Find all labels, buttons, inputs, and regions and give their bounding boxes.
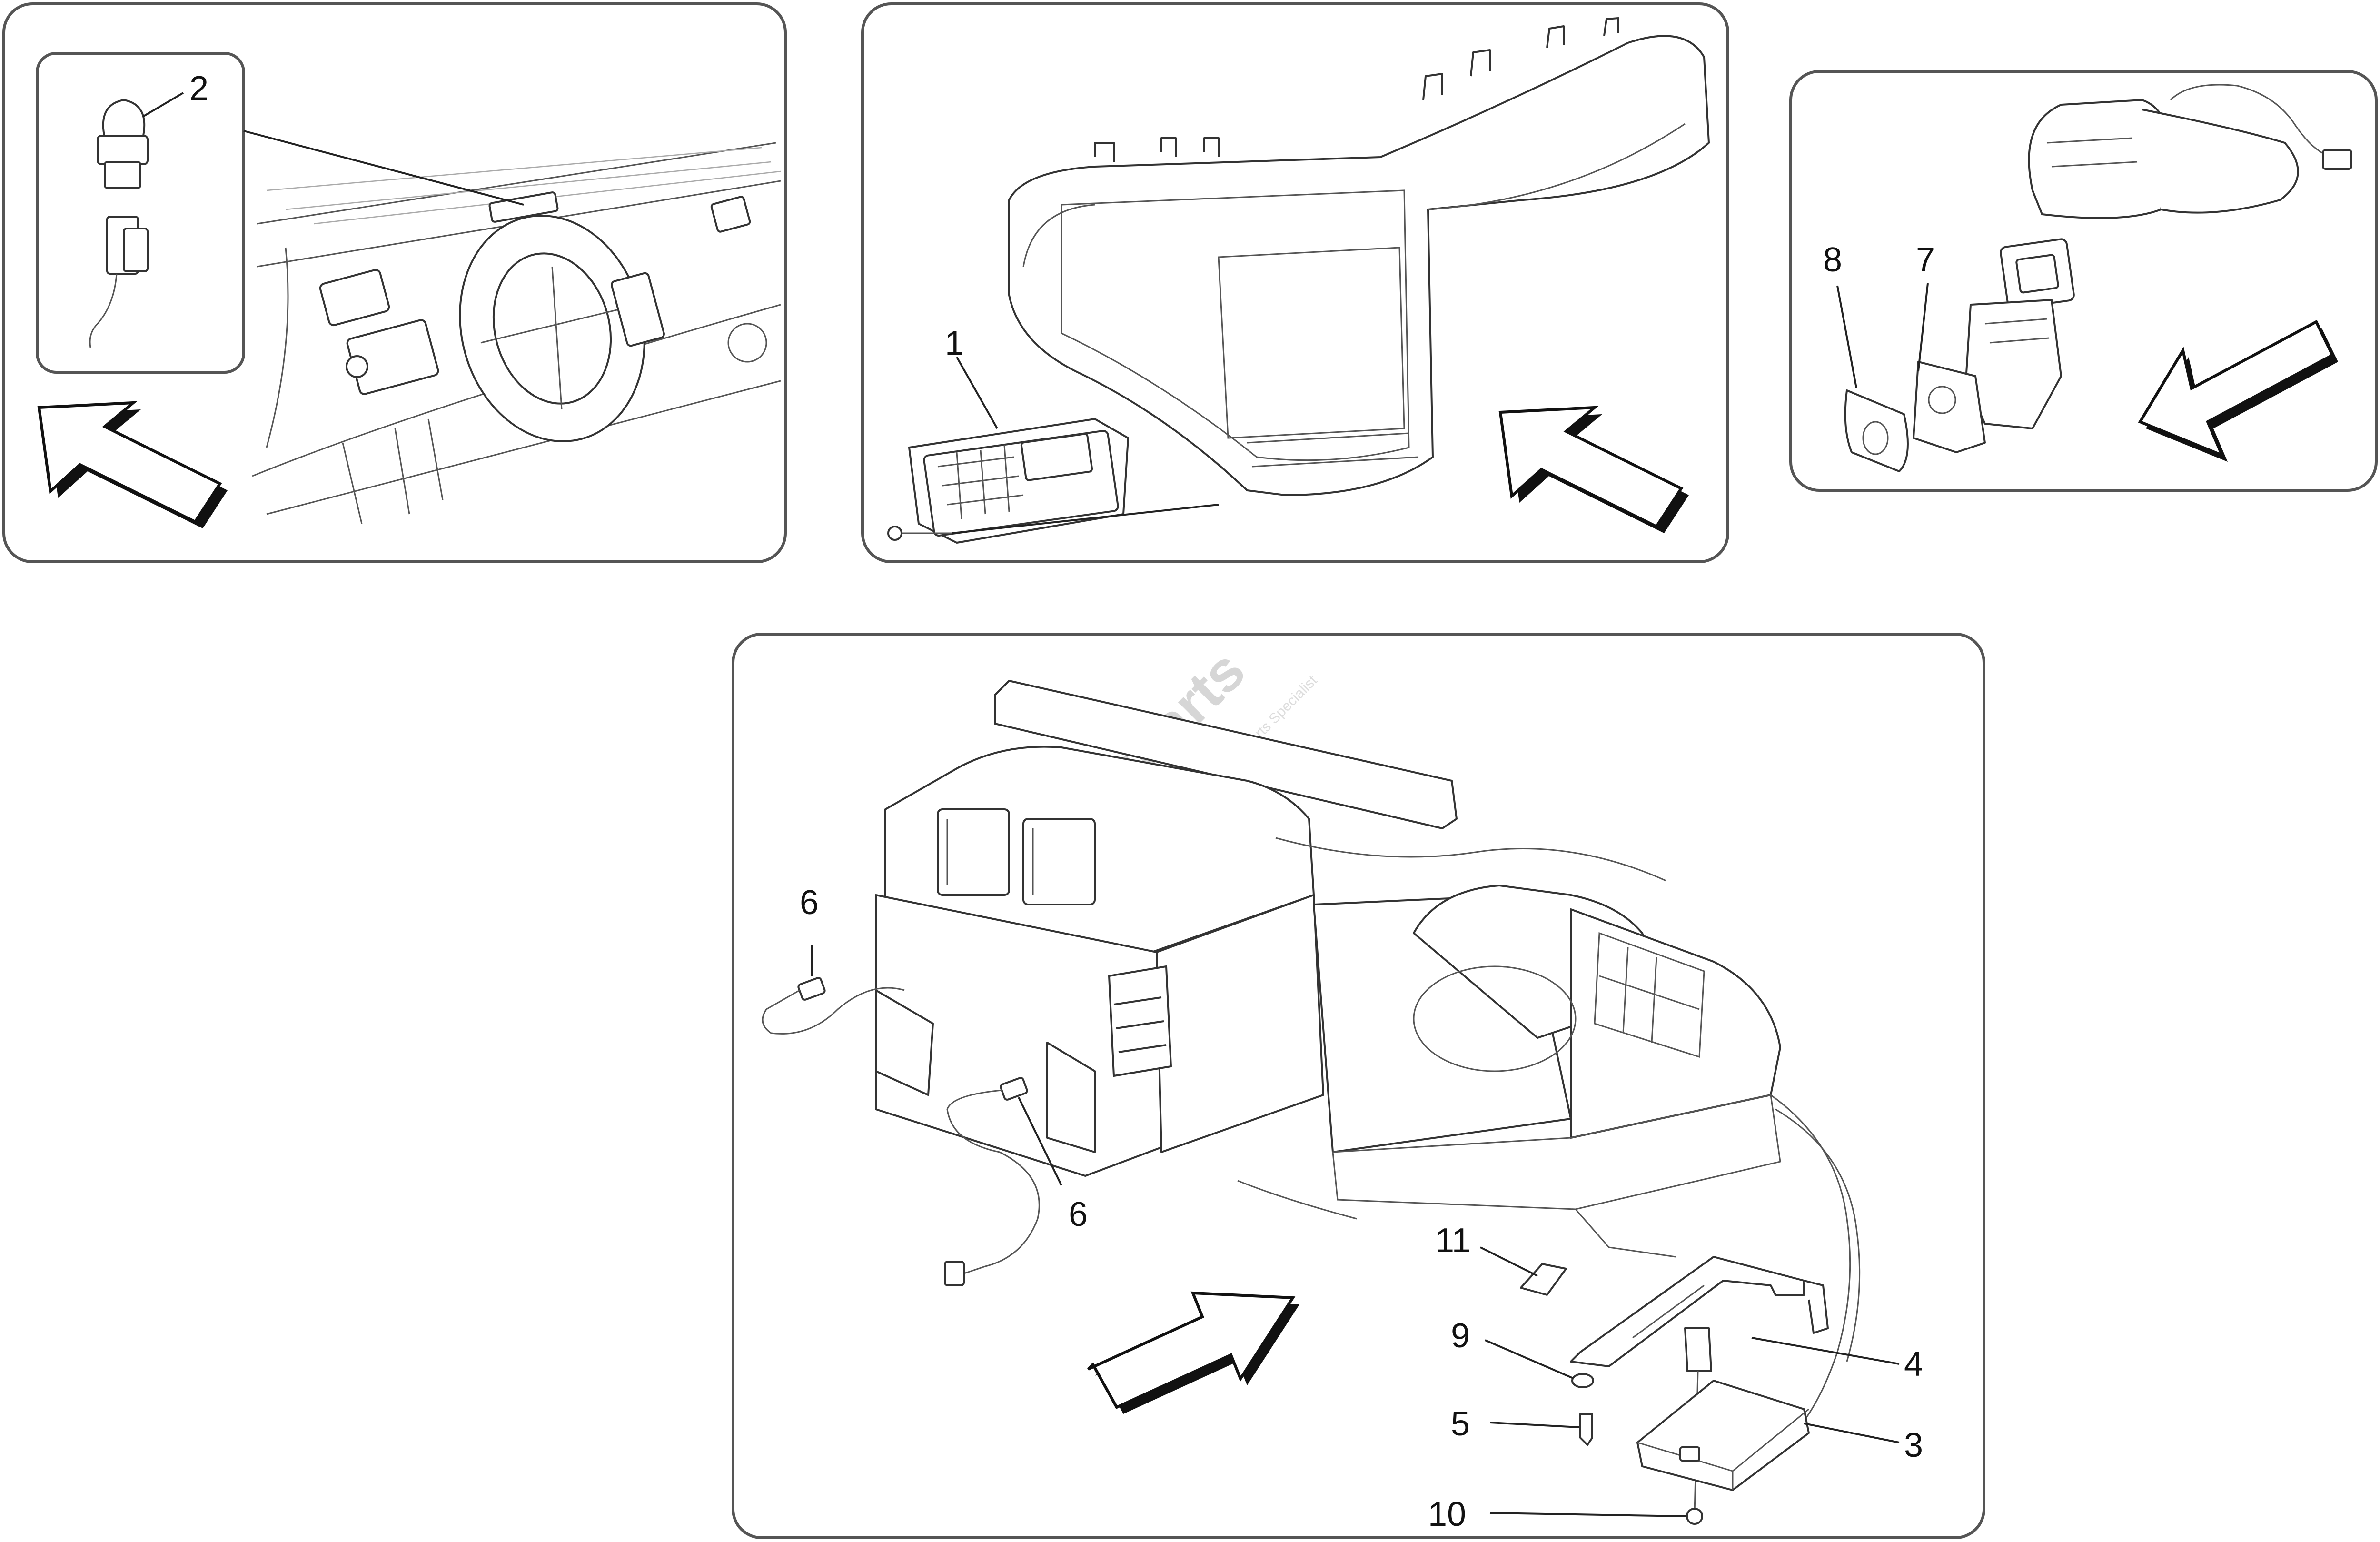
callout-5-leader <box>1489 1422 1580 1428</box>
panel-hvac-unit: Maxparts The Parts Specialist <box>732 633 1985 1539</box>
callout-11-leader <box>1480 1246 1538 1277</box>
callout-9-leader <box>1485 1339 1574 1379</box>
panel-interior-sensor: 8 7 <box>1789 70 2378 492</box>
callout-6-upper: 6 <box>800 884 819 922</box>
callout-3-leader <box>1804 1423 1900 1443</box>
callout-4-leader <box>1751 1337 1900 1365</box>
interior-sensor-assembly-drawing <box>1844 84 2352 472</box>
callout-10: 10 <box>1428 1495 1466 1533</box>
callout-8: 8 <box>1823 241 1842 279</box>
fastener-parts <box>1520 1263 1703 1525</box>
sensor-8-part <box>1844 389 1909 472</box>
sunload-sensor-drawing <box>89 99 149 348</box>
inset-connector-line <box>243 130 524 206</box>
callout-7: 7 <box>1916 241 1935 279</box>
callout-5: 5 <box>1451 1405 1470 1443</box>
mounting-bracket-4 <box>1570 1256 1829 1514</box>
callout-3: 3 <box>1904 1426 1923 1464</box>
sensor-inset-frame <box>36 52 245 374</box>
bolt-5 <box>1579 1413 1593 1446</box>
callout-1-leader <box>956 357 998 429</box>
callout-2: 2 <box>189 70 208 108</box>
direction-arrow-d <box>1087 1291 1299 1414</box>
control-module-3 <box>1636 1380 1810 1491</box>
washer-9 <box>1571 1373 1594 1388</box>
hvac-unit-drawing <box>875 680 1861 1439</box>
callout-1: 1 <box>945 324 964 362</box>
callout-7-leader <box>1917 283 1929 372</box>
direction-arrow-b <box>1498 406 1689 533</box>
sensor-7-part <box>1913 361 1986 453</box>
callout-2-leader <box>142 92 184 118</box>
center-console-drawing <box>1008 17 1710 496</box>
callout-8-leader <box>1836 285 1857 388</box>
panel-climate-control: 1 <box>861 2 1729 563</box>
duct-sensor-upper <box>762 977 905 1035</box>
clip-11 <box>1520 1263 1567 1296</box>
connector-line-b <box>952 504 1219 534</box>
callout-4: 4 <box>1904 1345 1923 1383</box>
direction-arrow-a <box>37 401 228 528</box>
dashboard-drawing <box>252 142 781 524</box>
dash-sensor-location <box>488 191 559 223</box>
callout-9: 9 <box>1451 1317 1470 1355</box>
panel-dashboard-sensor: 2 <box>2 2 787 563</box>
callout-6b-leader <box>1018 1097 1062 1186</box>
callout-11: 11 <box>1435 1222 1471 1260</box>
callout-10-leader <box>1489 1512 1686 1517</box>
duct-sensor-lower <box>944 1077 1040 1286</box>
callout-6-lower: 6 <box>1069 1195 1088 1234</box>
climate-control-panel-drawing <box>887 418 1129 544</box>
direction-arrow-c <box>2138 319 2338 462</box>
nut-10 <box>1686 1508 1703 1525</box>
